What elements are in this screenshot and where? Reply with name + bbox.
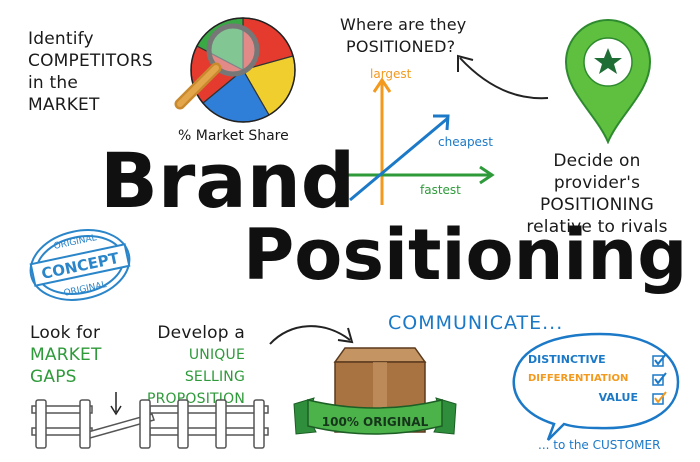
axis-label-cheapest: cheapest (438, 135, 493, 149)
gaps-line-3: GAPS (30, 367, 77, 387)
fence-gap-icon (31, 392, 269, 449)
axis-label-fastest: fastest (420, 183, 461, 197)
identify-text: Identify COMPETITORS in the MARKET (28, 28, 153, 116)
communicate-text: COMMUNICATE... (388, 312, 564, 334)
decide-text: Decide on provider's POSITIONING relativ… (512, 150, 682, 238)
original-concept-stamp-icon: ORIGINAL CONCEPT ORIGINAL (29, 229, 131, 301)
arrow-to-box-icon (269, 325, 354, 345)
identify-line-2: COMPETITORS (28, 51, 153, 71)
location-pin-icon (564, 19, 652, 144)
checklist-item-differentiation: DIFFERENTIATION (528, 369, 668, 388)
original-box-icon: 100% ORIGINAL (293, 347, 457, 435)
checklist-item-distinctive: DISTINCTIVE (528, 350, 668, 369)
checklist-label-differentiation: DIFFERENTIATION (528, 373, 629, 384)
where-text: Where are they POSITIONED? (340, 14, 466, 58)
gaps-text: Look for MARKET GAPS (30, 322, 102, 388)
checkbox-checked-icon (652, 390, 667, 405)
usp-text: Develop a UNIQUE SELLING PROPOSITION (125, 322, 245, 410)
identify-line-3: in the (28, 73, 79, 93)
positioning-axes-diagram (342, 77, 495, 205)
identify-line-4: MARKET (28, 95, 100, 115)
gaps-line-1: Look for (30, 323, 101, 343)
box-banner-text: 100% ORIGINAL (322, 415, 429, 429)
decide-line-2: POSITIONING (539, 195, 655, 215)
gaps-line-2: MARKET (30, 345, 102, 365)
checkbox-checked-icon (652, 352, 667, 367)
where-line-2: POSITIONED? (346, 37, 456, 56)
axis-label-largest: largest (370, 67, 412, 81)
curved-arrow-icon (457, 54, 549, 100)
checklist-label-distinctive: DISTINCTIVE (528, 353, 606, 366)
market-share-pie-icon (174, 17, 296, 123)
bubble-checklist: DISTINCTIVE DIFFERENTIATION VALUE (528, 350, 668, 407)
decide-line-1: Decide on provider's (553, 151, 641, 193)
where-line-1: Where are they (340, 15, 467, 34)
checklist-label-value: VALUE (598, 391, 638, 404)
usp-line-2: UNIQUE SELLING (184, 347, 245, 385)
checklist-item-value: VALUE (528, 388, 668, 407)
customer-text: ... to the CUSTOMER (538, 438, 661, 452)
decide-line-3: relative to rivals (526, 217, 668, 237)
speech-bubble-icon (512, 332, 680, 441)
market-share-label: % Market Share (178, 128, 289, 144)
title-brand: Brand (100, 136, 356, 225)
checkbox-checked-icon (652, 371, 667, 386)
stamp-bottom-text: ORIGINAL (63, 280, 108, 299)
identify-line-1: Identify (28, 29, 94, 49)
title-positioning: Positioning (243, 214, 688, 296)
usp-line-1: Develop a (157, 323, 245, 343)
